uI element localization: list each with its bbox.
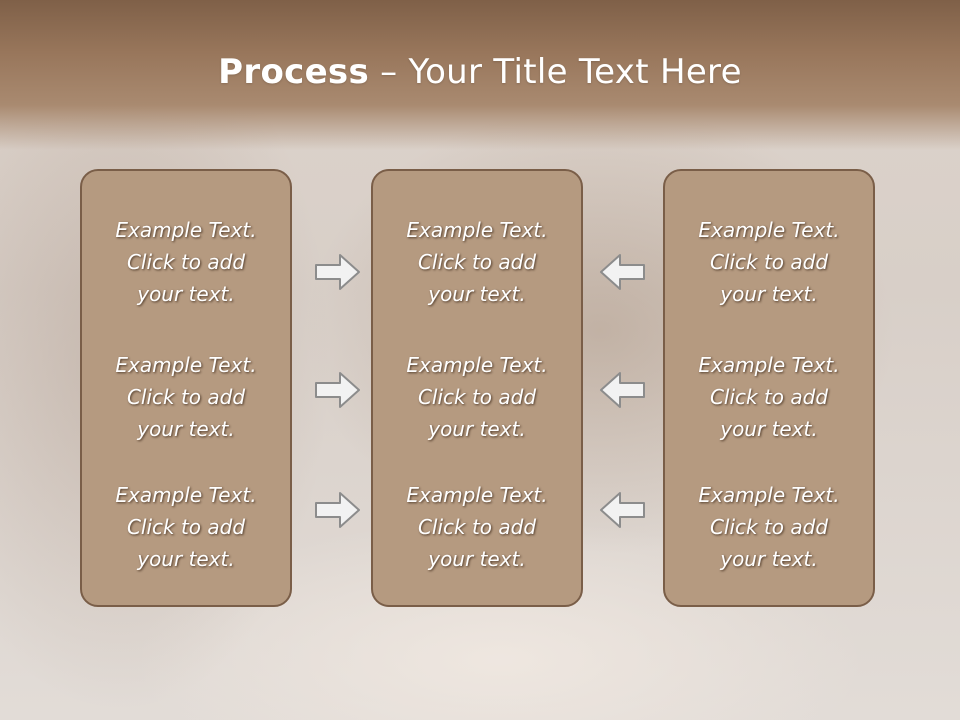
text-block[interactable]: Example Text. Click to add your text. (665, 349, 873, 445)
text-line: Click to add (417, 385, 537, 409)
text-line: Example Text. (406, 353, 548, 377)
arrow-left-icon (600, 492, 645, 528)
text-line: Example Text. (406, 483, 548, 507)
text-block[interactable]: Example Text. Click to add your text. (373, 479, 581, 575)
text-line: your text. (137, 417, 235, 441)
title-bold: Process (218, 52, 370, 92)
text-line: Click to add (709, 515, 829, 539)
text-line: Click to add (709, 385, 829, 409)
arrow-right-icon (315, 372, 360, 408)
text-line: your text. (720, 547, 818, 571)
text-line: your text. (428, 417, 526, 441)
arrow-left-icon (600, 254, 645, 290)
text-line: your text. (720, 282, 818, 306)
process-column-center[interactable]: Example Text. Click to add your text. Ex… (371, 169, 583, 607)
text-line: Example Text. (115, 218, 257, 242)
text-line: your text. (428, 282, 526, 306)
text-block[interactable]: Example Text. Click to add your text. (82, 214, 290, 310)
text-block[interactable]: Example Text. Click to add your text. (373, 214, 581, 310)
arrow-right-icon (315, 254, 360, 290)
text-line: your text. (428, 547, 526, 571)
title-banner (0, 0, 960, 150)
text-line: Click to add (417, 515, 537, 539)
slide-title[interactable]: Process – Your Title Text Here (0, 52, 960, 92)
process-column-right[interactable]: Example Text. Click to add your text. Ex… (663, 169, 875, 607)
text-line: Click to add (709, 250, 829, 274)
arrow-right-icon (315, 492, 360, 528)
text-line: Click to add (126, 515, 246, 539)
text-line: your text. (137, 282, 235, 306)
process-column-left[interactable]: Example Text. Click to add your text. Ex… (80, 169, 292, 607)
text-line: Example Text. (698, 218, 840, 242)
text-block[interactable]: Example Text. Click to add your text. (82, 349, 290, 445)
text-line: your text. (137, 547, 235, 571)
text-line: Click to add (126, 250, 246, 274)
text-block[interactable]: Example Text. Click to add your text. (665, 479, 873, 575)
text-line: Example Text. (115, 483, 257, 507)
text-block[interactable]: Example Text. Click to add your text. (665, 214, 873, 310)
text-line: Example Text. (698, 353, 840, 377)
text-line: Example Text. (115, 353, 257, 377)
text-line: Example Text. (406, 218, 548, 242)
text-line: Click to add (417, 250, 537, 274)
title-rest: – Your Title Text Here (369, 52, 742, 92)
text-line: Click to add (126, 385, 246, 409)
text-line: your text. (720, 417, 818, 441)
arrow-left-icon (600, 372, 645, 408)
text-block[interactable]: Example Text. Click to add your text. (82, 479, 290, 575)
text-block[interactable]: Example Text. Click to add your text. (373, 349, 581, 445)
text-line: Example Text. (698, 483, 840, 507)
